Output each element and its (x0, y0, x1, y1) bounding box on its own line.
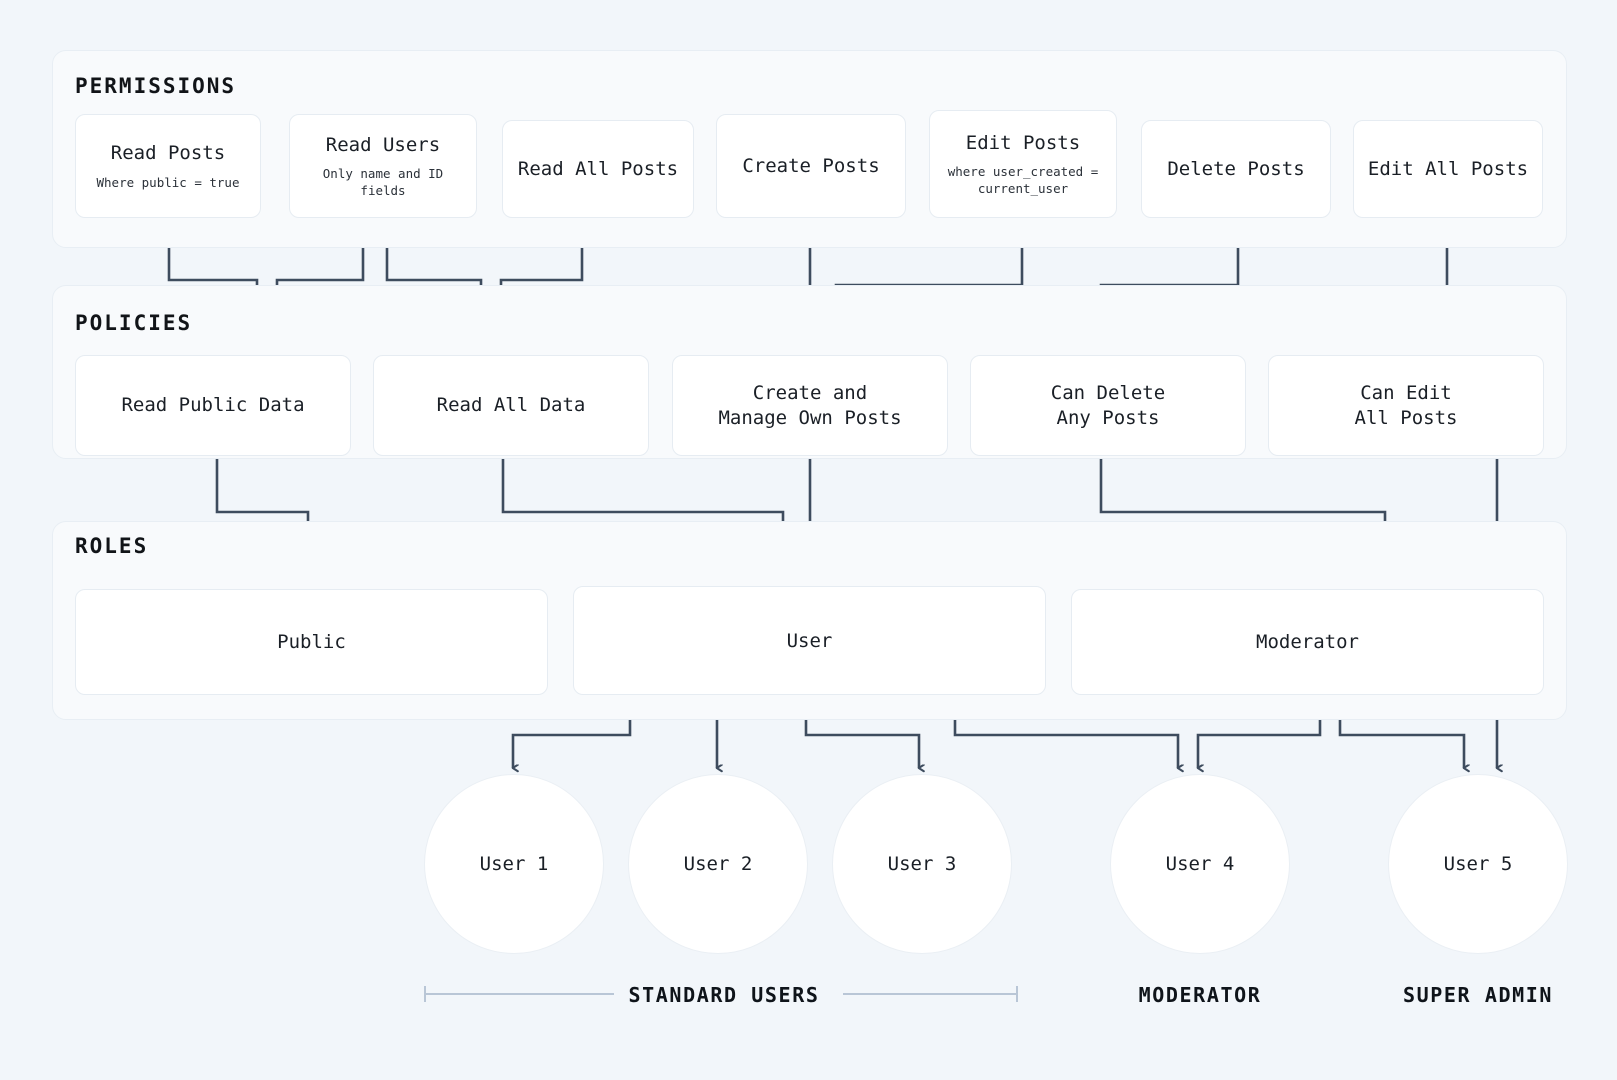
user-node-3[interactable]: User 3 (832, 774, 1012, 954)
standard-users-bracket-right (843, 993, 1018, 995)
permission-subtitle: where user_created = current_user (947, 164, 1099, 196)
policy-title: Read Public Data (121, 394, 305, 417)
permission-card-read-users[interactable]: Read Users Only name and ID fields (289, 114, 477, 218)
policy-card-read-all-data[interactable]: Read All Data (373, 355, 649, 456)
user-label: User 2 (683, 853, 753, 875)
policy-card-can-delete-any-posts[interactable]: Can Delete Any Posts (970, 355, 1246, 456)
permission-card-edit-all-posts[interactable]: Edit All Posts (1353, 120, 1543, 218)
user-node-5[interactable]: User 5 (1388, 774, 1568, 954)
user-label: User 1 (479, 853, 549, 875)
permission-card-read-all-posts[interactable]: Read All Posts (502, 120, 694, 218)
user-label: User 4 (1165, 853, 1235, 875)
user-node-1[interactable]: User 1 (424, 774, 604, 954)
permission-card-delete-posts[interactable]: Delete Posts (1141, 120, 1331, 218)
permission-card-create-posts[interactable]: Create Posts (716, 114, 906, 218)
permission-title: Create Posts (742, 154, 880, 177)
policy-card-create-manage-own-posts[interactable]: Create and Manage Own Posts (672, 355, 948, 456)
user-node-4[interactable]: User 4 (1110, 774, 1290, 954)
permission-subtitle: Only name and ID fields (322, 166, 444, 198)
policy-card-can-edit-all-posts[interactable]: Can Edit All Posts (1268, 355, 1544, 456)
permission-title: Edit Posts (965, 132, 1081, 155)
roles-panel-title: ROLES (75, 534, 149, 558)
permission-title: Read Posts (110, 142, 226, 165)
role-box-moderator[interactable]: Moderator (1071, 589, 1544, 695)
policy-title: Read All Data (436, 394, 586, 417)
standard-users-bracket-left (424, 993, 614, 995)
user-node-2[interactable]: User 2 (628, 774, 808, 954)
permission-card-edit-posts[interactable]: Edit Posts where user_created = current_… (929, 110, 1117, 218)
group-label-moderator: MODERATOR (1138, 983, 1262, 1007)
policy-title: Create and Manage Own Posts (718, 382, 902, 429)
role-label: Moderator (1256, 631, 1359, 653)
role-label: User (786, 629, 833, 652)
role-label: Public (277, 631, 346, 653)
role-box-public[interactable]: Public (75, 589, 548, 695)
policy-card-read-public-data[interactable]: Read Public Data (75, 355, 351, 456)
standard-users-bracket-tick-right (1016, 986, 1018, 1002)
user-label: User 5 (1443, 853, 1513, 875)
policies-panel-title: POLICIES (75, 311, 193, 335)
permission-title: Read All Posts (517, 157, 679, 180)
role-box-user[interactable]: User (573, 586, 1046, 695)
group-label-super-admin: SUPER ADMIN (1402, 983, 1554, 1007)
standard-users-bracket-tick-left (424, 986, 426, 1002)
permission-card-read-posts[interactable]: Read Posts Where public = true (75, 114, 261, 218)
policy-title: Can Delete Any Posts (1050, 382, 1166, 429)
user-label: User 3 (887, 853, 957, 875)
policy-title: Can Edit All Posts (1354, 382, 1458, 429)
permission-title: Read Users (325, 134, 441, 157)
permissions-panel-title: PERMISSIONS (75, 74, 237, 98)
permission-title: Delete Posts (1167, 157, 1305, 180)
group-label-standard-users: STANDARD USERS (628, 983, 820, 1007)
permission-title: Edit All Posts (1367, 157, 1529, 180)
permission-subtitle: Where public = true (96, 174, 240, 190)
